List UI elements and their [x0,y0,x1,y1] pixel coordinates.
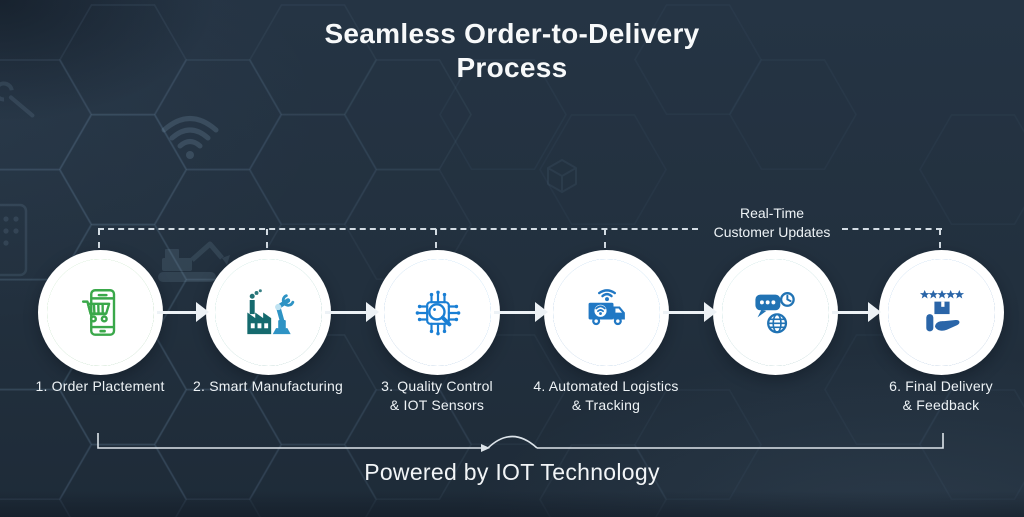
step-2-icon-holder [215,259,322,366]
bottom-shade [0,491,1024,517]
smartphone-shopping-cart-icon [81,288,115,336]
step-2-label: 2. Smart Manufacturing [193,378,343,394]
page-title-line2: Process [456,52,568,83]
arrow-shaft [663,310,705,314]
arrow-head-icon [196,302,209,322]
excavator-bg-icon [158,241,230,282]
chat-clock-globe-icon [754,291,795,333]
step-3-icon-holder [384,259,491,366]
truck-wifi-icon [588,288,625,325]
connector-arrow-3-4 [494,302,548,322]
bottom-bracket [97,433,944,452]
step-1-label: 1. Order Plactement [35,378,165,394]
wrench-bg-icon [0,81,35,118]
step-1-icon-holder [47,259,154,366]
arrow-head-icon [535,302,548,322]
dashed-timeline-left-segment [98,228,698,230]
connector-arrow-4-5 [663,302,717,322]
step-1-circle [38,250,163,375]
step-6-label: 6. Final Delivery & Feedback [889,378,993,413]
dashed-drop-step-2 [266,229,268,248]
loop-arc [487,435,538,449]
connector-arrow-5-6 [832,302,881,322]
package-in-hand-stars-icon [919,289,964,331]
step-5-circle [713,250,838,375]
chip-magnifier-icon [415,290,460,335]
step-6-icon-holder [888,259,995,366]
dashed-drop-step-6 [939,229,941,248]
step-4-label: 4. Automated Logistics & Tracking [533,378,679,413]
arrow-shaft [832,310,869,314]
powered-caption: Powered by IOT Technology [364,459,660,485]
box-bg-icon [547,159,577,193]
realtime-annotation-line2: Customer Updates [713,223,831,240]
page-title-line1: Seamless Order-to-Delivery [324,18,700,49]
arrow-shaft [494,310,536,314]
step-5-icon-holder [722,259,829,366]
step-4-icon-holder [553,259,660,366]
step-2-circle [206,250,331,375]
realtime-annotation-label: Real-Time Customer Updates [661,204,883,241]
page-title: Seamless Order-to-Delivery Process [0,17,1024,85]
phone-bg-icon [0,203,28,277]
arrow-head-icon [366,302,379,322]
dashed-drop-step-4 [604,229,606,248]
wifi-bg-icon [161,116,219,159]
realtime-annotation-line1: Real-Time [739,205,805,221]
arrow-head-icon [868,302,881,322]
arrow-shaft [157,310,197,314]
dashed-drop-step-3 [435,229,437,248]
dashed-drop-step-1 [98,229,100,248]
connector-arrow-2-3 [325,302,379,322]
loop-arrowhead-icon [481,444,490,452]
connector-arrow-1-2 [157,302,209,322]
step-6-circle [879,250,1004,375]
arrow-shaft [325,310,367,314]
dashed-timeline-right-segment [842,228,942,230]
step-3-circle [375,250,500,375]
step-3-label: 3. Quality Control & IOT Sensors [381,378,493,413]
step-4-circle [544,250,669,375]
arrow-head-icon [704,302,717,322]
factory-robot-arm-icon [246,288,294,334]
